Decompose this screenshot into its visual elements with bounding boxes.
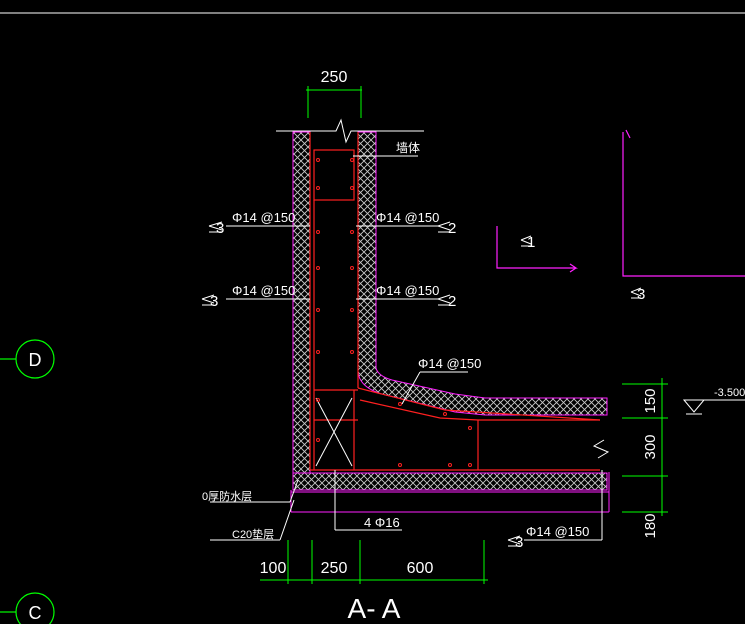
elevation-mark bbox=[682, 399, 745, 415]
grid-axis-d-label: D bbox=[29, 350, 42, 370]
label-waterproof-layer: 0厚防水层 bbox=[202, 489, 252, 503]
waterproof-hatch bbox=[292, 131, 608, 491]
concrete-outline bbox=[309, 132, 601, 471]
svg-text:2: 2 bbox=[448, 220, 456, 237]
svg-text:1: 1 bbox=[527, 234, 535, 251]
callout-right-1: 2 bbox=[437, 220, 456, 237]
label-rebar-bottom-main: 4 Φ16 bbox=[364, 515, 400, 530]
svg-text:3: 3 bbox=[216, 220, 224, 237]
grid-axis-c-label: C bbox=[29, 603, 42, 623]
svg-text:2: 2 bbox=[448, 293, 456, 310]
section-mark-2: 3 bbox=[622, 129, 745, 303]
label-rebar-bottom-dist: Φ14 @150 bbox=[526, 524, 589, 539]
dim-right-top: 150 bbox=[642, 388, 659, 413]
label-rebar-left-1: Φ14 @150 bbox=[232, 210, 295, 225]
callout-left-2: 3 bbox=[201, 293, 218, 310]
callout-left-1: 3 bbox=[208, 220, 224, 237]
elevation-value: -3.500 bbox=[714, 387, 745, 399]
svg-text:3: 3 bbox=[210, 293, 218, 310]
grid-axis-c: C bbox=[0, 592, 55, 624]
label-cushion-layer: C20垫层 bbox=[232, 527, 274, 541]
dim-bottom-heel: 600 bbox=[407, 560, 434, 577]
label-rebar-slope: Φ14 @150 bbox=[418, 356, 481, 371]
svg-text:3: 3 bbox=[637, 286, 645, 303]
break-line bbox=[276, 118, 424, 144]
label-rebar-right-2: Φ14 @150 bbox=[376, 283, 439, 298]
rebar-dots bbox=[316, 158, 472, 467]
dimension-right bbox=[622, 378, 668, 516]
dim-right-middle: 300 bbox=[642, 434, 659, 459]
label-wall-body: 墙体 bbox=[396, 141, 420, 155]
cushion-layer bbox=[290, 472, 610, 513]
break-mark-base bbox=[592, 439, 610, 459]
opening-cross bbox=[315, 397, 353, 467]
callout-bottom: 3 bbox=[507, 534, 523, 551]
dim-bottom-offset: 100 bbox=[260, 560, 287, 577]
dimension-top bbox=[306, 86, 362, 118]
grid-axis-d: D bbox=[0, 339, 55, 379]
dimension-bottom bbox=[260, 540, 488, 584]
label-rebar-right-1: Φ14 @150 bbox=[376, 210, 439, 225]
dim-right-bottom: 180 bbox=[642, 513, 659, 538]
dim-wall-thickness: 250 bbox=[321, 69, 348, 86]
leader-lines bbox=[210, 155, 603, 541]
callout-right-2: 2 bbox=[437, 293, 456, 310]
svg-text:3: 3 bbox=[515, 534, 523, 551]
dim-bottom-wall: 250 bbox=[321, 560, 348, 577]
section-mark-1: 1 bbox=[496, 226, 578, 273]
label-rebar-left-2: Φ14 @150 bbox=[232, 283, 295, 298]
section-title: A- A bbox=[348, 593, 401, 624]
